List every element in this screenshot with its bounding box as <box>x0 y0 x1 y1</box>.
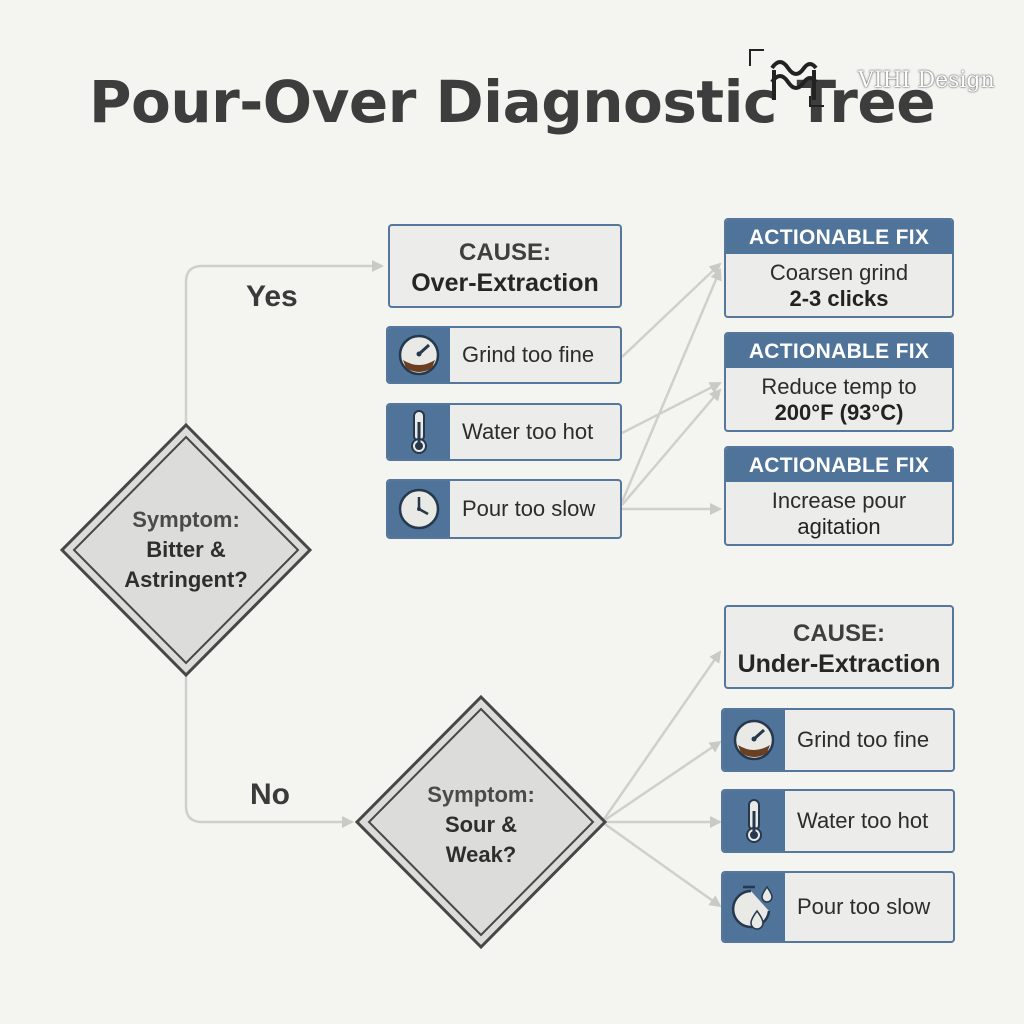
decision-1-line1: Symptom: <box>132 507 240 532</box>
fix-header: ACTIONABLE FIX <box>726 220 952 254</box>
factor-label: Grind too fine <box>797 727 930 752</box>
fix-line2: 200°F (93°C) <box>774 400 904 425</box>
fix-line1: Increase pour <box>771 488 907 513</box>
connector-d2-to-grind <box>601 740 722 824</box>
fix-header: ACTIONABLE FIX <box>726 334 952 368</box>
watermark-logo: VIHI Design <box>748 48 1008 112</box>
yes-branch-connector <box>184 260 384 425</box>
connector-pour-to-fix1 <box>620 268 722 503</box>
grinder-dial-icon <box>723 710 785 770</box>
cause-label: CAUSE: <box>458 239 551 266</box>
decision-2-line2: Sour & <box>444 812 518 837</box>
fix-card-3: ACTIONABLE FIX Increase pour agitation <box>724 446 954 546</box>
connector-grind-to-fix1 <box>621 262 722 358</box>
decision-1-line3: Astringent? <box>124 567 248 592</box>
connector-d2-to-cause <box>600 650 722 823</box>
decision-1-line2: Bitter & <box>146 537 226 562</box>
factor-water-over: Water too hot <box>386 403 622 461</box>
fix-line1: Reduce temp to <box>761 374 917 399</box>
clock-icon <box>388 481 450 537</box>
factor-grind-over: Grind too fine <box>386 326 622 384</box>
no-branch-connector <box>184 675 354 828</box>
factor-grind-under: Grind too fine <box>721 708 955 772</box>
factor-label: Water too hot <box>462 419 594 444</box>
fix-card-2: ACTIONABLE FIX Reduce temp to 200°F (93°… <box>724 332 954 432</box>
watermark-logo-icon <box>749 49 824 107</box>
decision-diamond-1 <box>59 422 313 678</box>
factor-label: Pour too slow <box>797 894 931 919</box>
fix-line1: Coarsen grind <box>769 260 909 285</box>
decision-2-text: Symptom: Sour & Weak? <box>391 780 571 870</box>
factor-label: Pour too slow <box>462 496 596 521</box>
decision-1-text: Symptom: Bitter & Astringent? <box>96 505 276 595</box>
connector-pour-to-fix2 <box>621 388 722 506</box>
fix-line2: agitation <box>797 514 881 539</box>
grinder-dial-icon <box>388 328 450 382</box>
no-label: No <box>250 778 290 811</box>
thermometer-icon <box>723 791 785 851</box>
watermark-text: VIHI Design <box>858 68 995 93</box>
decision-2-line3: Weak? <box>445 842 517 867</box>
thermometer-icon <box>388 405 450 459</box>
connector-d2-to-pour <box>601 820 722 908</box>
factor-water-under: Water too hot <box>721 789 955 853</box>
cause-under-extraction: CAUSE: Under-Extraction <box>724 605 954 689</box>
cause-label: CAUSE: <box>792 620 885 647</box>
factor-pour-over: Pour too slow <box>386 479 622 539</box>
yes-label: Yes <box>246 280 298 313</box>
fix-line2: 2-3 clicks <box>789 286 889 311</box>
decision-diamond-2 <box>354 694 608 950</box>
factor-label: Grind too fine <box>462 342 595 367</box>
diagram-title: Pour-Over Diagnostic Tree <box>88 68 936 136</box>
fix-card-1: ACTIONABLE FIX Coarsen grind 2-3 clicks <box>724 218 954 318</box>
cause-over-extraction: CAUSE: Over-Extraction <box>388 224 622 308</box>
cause-name: Over-Extraction <box>411 269 599 297</box>
connector-water-to-fix2 <box>621 381 722 435</box>
factor-label: Water too hot <box>797 808 929 833</box>
decision-2-line1: Symptom: <box>427 782 535 807</box>
fix-header: ACTIONABLE FIX <box>726 448 952 482</box>
factor-pour-under: Pour too slow <box>721 871 955 943</box>
timer-drops-icon <box>723 873 785 941</box>
cause-name: Under-Extraction <box>737 650 941 678</box>
